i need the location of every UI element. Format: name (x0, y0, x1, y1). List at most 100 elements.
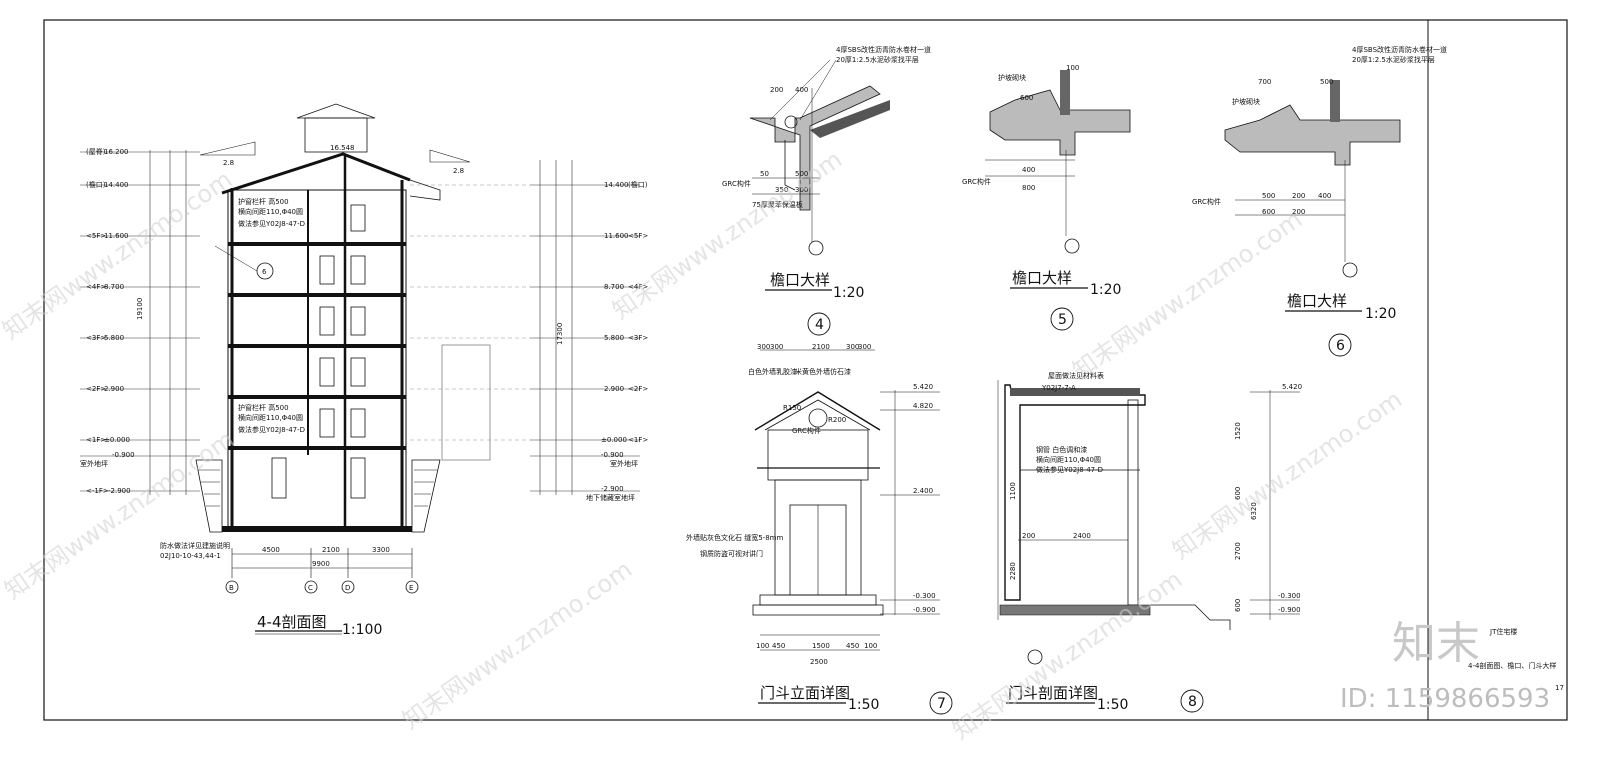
sheet-number: 17 (1555, 684, 1564, 692)
detail7-bubble (929, 691, 953, 715)
detail8-dim: 200 (1022, 532, 1035, 540)
detail7-note: R150 (783, 404, 801, 412)
watermark-text: 知末网www.znzmo.com (947, 565, 1187, 745)
detail8-number: 8 (1188, 694, 1197, 710)
detail-5: 护坡砌块 GRC构件 600 400 800 100 檐口大样 1:20 5 (962, 64, 1131, 331)
detail7-dim: 2100 (812, 343, 830, 351)
level-elev: ±0.000 (601, 436, 627, 444)
detail6-note: 护坡砌块 (1232, 97, 1260, 106)
level-note: <2F> (628, 385, 648, 393)
bay-dim: 2100 (322, 546, 340, 554)
detail8-dim: 600 (1234, 487, 1242, 500)
detail6-note: GRC构件 (1192, 197, 1221, 206)
detail6-dim: 700 (1258, 78, 1271, 86)
detail7-level: -0.300 (913, 592, 936, 600)
detail8-note: 做法参见Y02J8-47-D (1036, 465, 1103, 474)
detail4-dim: 50 (760, 170, 769, 178)
bay-dim: 3300 (372, 546, 390, 554)
level-note: <3F> (86, 334, 106, 342)
detail5-scale: 1:20 (1090, 282, 1121, 298)
detail6-dim: 500 (1320, 78, 1333, 86)
detail4-note: 75厚聚苯保温板 (752, 200, 803, 209)
detail8-bubble (1180, 689, 1204, 713)
detail8-title: 门斗剖面详图 (1008, 684, 1098, 702)
detail8-level: -0.900 (1278, 606, 1301, 614)
detail7-dim: 2500 (810, 658, 828, 666)
detail8-scale: 1:50 (1097, 697, 1128, 713)
level-note: (屋脊) (86, 147, 106, 156)
section-title: 4-4剖面图 (257, 613, 327, 631)
total-dim: 9900 (312, 560, 330, 568)
detail8-level: 5.420 (1282, 383, 1302, 391)
level-elev: 8.700 (104, 283, 124, 291)
detail-7: 300 300 2100 300 300 100 450 1500 450 10… (686, 343, 953, 715)
detail5-number: 5 (1058, 312, 1067, 328)
detail7-note: 米黄色外墙仿石漆 (795, 367, 851, 376)
detail6-note: 20厚1:2.5水泥砂浆找平层 (1352, 55, 1435, 64)
detail8-note: Y02J7-7-A (1041, 384, 1076, 392)
detail7-level: 4.820 (913, 402, 933, 410)
detail7-scale: 1:50 (848, 697, 879, 713)
detail5-note: 护坡砌块 (998, 73, 1026, 82)
detail4-dim: 200 (770, 86, 783, 94)
section-note: 02J10-10-43,44-1 (160, 552, 221, 560)
detail6-number: 6 (1336, 338, 1345, 354)
detail7-note: 外墙贴灰色文化石 缝宽5-8mm (686, 533, 783, 542)
level-elev: 2.900 (104, 385, 124, 393)
detail4-dim: 300 (795, 186, 808, 194)
detail5-dim: 100 (1066, 64, 1079, 72)
section-4-4: 2.8 2.8 16.548 (屋脊) 16.200 (檐口) 14.400 <… (80, 103, 648, 638)
level-note: 地下储藏室地坪 (586, 493, 635, 502)
detail5-title: 檐口大样 (1012, 269, 1072, 287)
detail4-dim: 500 (795, 170, 808, 178)
detail5-dim: 400 (1022, 166, 1035, 174)
section-note: 做法参见Y02J8-47-D (238, 425, 305, 434)
detail7-number: 7 (937, 696, 946, 712)
detail7-level: 2.400 (913, 487, 933, 495)
level-note: <1F> (86, 436, 106, 444)
sheet-title: 4-4剖面图、檐口、门斗大样 (1468, 661, 1556, 670)
detail5-dim: 800 (1022, 184, 1035, 192)
detail8-level: -0.300 (1278, 592, 1301, 600)
detail-8: 屋面做法见材料表 Y02J7-7-A 横向间距110,Φ40圆 做法参见Y02J… (997, 371, 1302, 713)
detail6-title: 檐口大样 (1287, 292, 1347, 310)
detail7-dim: 300 (770, 343, 783, 351)
axis-label: D (345, 584, 350, 592)
detail8-note: 屋面做法见材料表 (1048, 371, 1104, 380)
detail6-bubble (1328, 333, 1352, 357)
level-elev: -2.900 (108, 487, 131, 495)
detail7-level: 5.420 (913, 383, 933, 391)
detail-4: 4厚SBS改性沥青防水卷材一道 20厚1:2.5水泥砂浆找平层 GRC构件 75… (722, 45, 931, 336)
ridge-elevation: 16.548 (330, 144, 355, 152)
level-note: <-1F> (86, 487, 109, 495)
detail5-bubble (1050, 307, 1074, 331)
sheet-border (43, 19, 1568, 721)
level-note: <4F> (86, 283, 106, 291)
level-elev: 16.200 (104, 148, 129, 156)
detail7-dim: 100 (864, 642, 877, 650)
detail7-level: -0.900 (913, 606, 936, 614)
section-note: 做法参见Y02J8-47-D (238, 219, 305, 228)
detail5-dim: 600 (1020, 94, 1033, 102)
section-note: 横向间距110,Φ40圆 (238, 413, 303, 422)
watermark-id: ID: 1159866593 (1340, 684, 1550, 714)
watermark-text: 知末网www.znzmo.com (1167, 385, 1407, 565)
detail4-dim: 350 (775, 186, 788, 194)
level-elev: -0.900 (601, 451, 624, 459)
level-elev: 11.600 (104, 232, 129, 240)
detail7-note: 白色外墙乳胶漆 (748, 367, 797, 376)
level-note: <3F> (628, 334, 648, 342)
level-elev: 14.400 (604, 181, 629, 189)
right-level-labels: 14.400 (檐口) 11.600 <5F> 8.700 <4F> 5.800… (586, 180, 648, 502)
section-note: 横向间距110,Φ40圆 (238, 207, 303, 216)
level-note: <5F> (86, 232, 106, 240)
detail7-dim: 450 (846, 642, 859, 650)
detail4-note: 20厚1:2.5水泥砂浆找平层 (836, 55, 919, 64)
watermark-text: 知末网www.znzmo.com (0, 165, 237, 345)
detail6-dim: 400 (1318, 192, 1331, 200)
left-level-labels: (屋脊) 16.200 (檐口) 14.400 <5F> 11.600 <4F>… (80, 147, 135, 495)
detail7-dim: 300 (846, 343, 859, 351)
detail8-dim: 2280 (1009, 562, 1017, 580)
detail6-scale: 1:20 (1365, 306, 1396, 322)
